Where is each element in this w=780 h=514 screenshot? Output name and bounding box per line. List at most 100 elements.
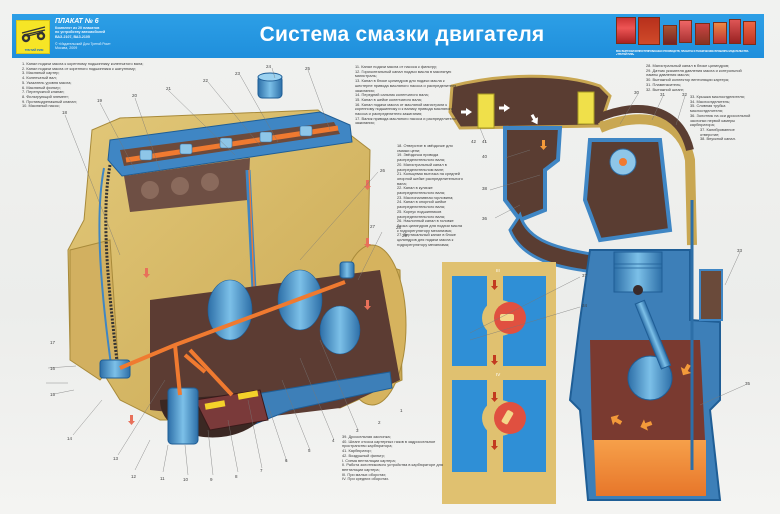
book-cover bbox=[695, 23, 710, 45]
publisher-line: © «Издательский Дом Третий Рим» bbox=[55, 42, 111, 47]
legend-item: 37. Калиброванное отверстие; bbox=[700, 126, 735, 137]
legend-item: 29. Датчик указателя давления масла и ко… bbox=[646, 67, 742, 78]
legend-parts-1-10: 1. Канал подачи масла к коренному подшип… bbox=[22, 61, 144, 109]
legend-item: 39. Дроссельная заслонка; bbox=[342, 434, 391, 439]
callout-1: 1 bbox=[400, 408, 403, 413]
callout-iii: III bbox=[496, 268, 500, 273]
book-cover bbox=[663, 25, 677, 45]
callout-23: 23 bbox=[235, 71, 241, 76]
callout-32: 32 bbox=[682, 92, 688, 97]
legend-parts-18-27: 18. Отверстие в звёздочке для смазки цеп… bbox=[397, 143, 463, 247]
callout-24: 24 bbox=[266, 64, 272, 69]
legend-item: 30. Вытяжной коллектор вентиляции картер… bbox=[646, 77, 730, 83]
legend-parts-28-32: 28. Магистральный канал в блоке цилиндро… bbox=[646, 63, 746, 92]
spool-valve-iv bbox=[482, 400, 526, 436]
legend-item: 15. Канал в шейке коленчатого вала; bbox=[355, 96, 422, 102]
legend-item: II. Работа золотникового устройства в ка… bbox=[342, 462, 443, 472]
crankcase-ventilation-section bbox=[448, 74, 746, 501]
car-wheels-icon bbox=[21, 26, 46, 43]
book-cover bbox=[729, 19, 741, 44]
legend-item: 12. Горизонтальный канал подачи масла в … bbox=[355, 68, 452, 79]
callout-14: 14 bbox=[67, 436, 73, 441]
callout-33: 33 bbox=[737, 248, 743, 253]
callout-35: 35 bbox=[745, 381, 751, 386]
legend-item: 27. Вертикальный канал в блоке цилиндров… bbox=[397, 232, 456, 247]
legend-parts-33-38: 33. Крышка маслоотделителя; 34. Маслоотд… bbox=[690, 94, 752, 142]
callout-26: 26 bbox=[380, 168, 386, 173]
legend-item: 2. Канал подачи масла от коренного подши… bbox=[22, 65, 136, 71]
callout-17: 17 bbox=[50, 340, 56, 345]
book-covers bbox=[616, 17, 756, 55]
legend-item: 24. Канал в опорной шейке распределитель… bbox=[397, 199, 447, 210]
legend-item: 7. Перепускной клапан; bbox=[22, 89, 65, 95]
legend-item: III. При малых оборотах; bbox=[342, 471, 387, 477]
callout-42: 42 bbox=[471, 139, 477, 144]
legend-item: 26. Наклонный канал в головке блока цили… bbox=[397, 218, 463, 233]
engine-cutaway bbox=[46, 67, 407, 476]
callout-38: 38 bbox=[482, 186, 488, 191]
callout-20: 20 bbox=[132, 93, 138, 98]
poster-number: ПЛАКАТ № 6 bbox=[55, 18, 99, 25]
callout-2: 2 bbox=[378, 420, 381, 425]
legend-item: 35. Сливная трубка маслоотделителя; bbox=[690, 103, 726, 114]
legend-item: 40. Шланг отсоса картерных газов в задро… bbox=[342, 438, 436, 449]
spool-valve-iii bbox=[482, 300, 526, 336]
publisher-logo: ТРЕТИЙ РИМ bbox=[16, 20, 50, 54]
legend-item: 21. Кольцевая выточка на средней опорной… bbox=[397, 171, 463, 186]
legend-item: I. Схема вентиляции картера; bbox=[342, 457, 396, 463]
series-line: Комплект из 20 плакатов bbox=[55, 26, 100, 30]
callout-10: 10 bbox=[183, 477, 189, 482]
book-cover bbox=[638, 17, 660, 45]
legend-item: 6. Масляный фильтр; bbox=[22, 84, 61, 90]
legend-item: 8. Фильтрующий элемент; bbox=[22, 93, 70, 99]
callout-iv: IV bbox=[496, 372, 501, 377]
series-line: по устройству автомобилей bbox=[55, 30, 106, 35]
callout-40: 40 bbox=[482, 154, 488, 159]
callout-29: 29 bbox=[402, 233, 408, 238]
legend-item: 34. Маслоотделитель; bbox=[690, 98, 730, 104]
legend-item: 28. Магистральный канал в блоке цилиндро… bbox=[646, 63, 730, 68]
legend-item: 42. Воздушный фильтр; bbox=[342, 452, 385, 458]
page-title: Система смазки двигателя bbox=[259, 23, 545, 46]
callout-22: 22 bbox=[203, 78, 209, 83]
callout-30: 30 bbox=[634, 90, 640, 95]
callout-16: 16 bbox=[50, 366, 56, 371]
carburetor-spool-panels bbox=[442, 262, 581, 504]
legend-item: 5. Указатель уровня масла; bbox=[22, 79, 72, 85]
legend-item: IV. При средних оборотах. bbox=[342, 476, 390, 482]
callout-18: 18 bbox=[62, 110, 68, 115]
legend-item: 32. Вытяжной шланг; bbox=[646, 86, 685, 92]
legend-item: 22. Канал в кулачке распределительного в… bbox=[397, 185, 446, 196]
legend-item: 20. Магистральный канал в распределитель… bbox=[397, 161, 447, 172]
callout-5: 5 bbox=[308, 448, 311, 453]
callout-12: 12 bbox=[131, 474, 137, 479]
callout-28: 28 bbox=[396, 225, 402, 230]
callout-21: 21 bbox=[166, 86, 172, 91]
callout-19: 19 bbox=[97, 98, 103, 103]
callout-27: 27 bbox=[370, 224, 376, 229]
book-cover bbox=[713, 22, 727, 44]
book-cover bbox=[743, 21, 756, 45]
logo-caption: ТРЕТИЙ РИМ bbox=[24, 48, 44, 52]
callout-31: 31 bbox=[660, 92, 666, 97]
legend-item: 3. Масляный картер; bbox=[22, 70, 60, 76]
callout-3: 3 bbox=[356, 428, 359, 433]
callout-8: 8 bbox=[235, 474, 238, 479]
callout-25: 25 bbox=[305, 66, 311, 71]
callout-9: 9 bbox=[210, 477, 213, 482]
callout-7: 7 bbox=[260, 468, 263, 473]
legend-item: 10. Масляный насос; bbox=[22, 103, 60, 109]
callout-15: 15 bbox=[50, 392, 56, 397]
legend-item: 18. Отверстие в звёздочке для смазки цеп… bbox=[397, 143, 453, 153]
callout-36: 36 bbox=[482, 216, 488, 221]
publisher-line: Москва, 2009 bbox=[55, 46, 78, 51]
legend-item: 9. Противодренажный клапан; bbox=[22, 98, 77, 104]
legend-item: 4. Коленчатый вал; bbox=[22, 75, 57, 81]
legend-item: 33. Крышка маслоотделителя; bbox=[690, 94, 745, 99]
legend-item: 14. Передний сальник коленчатого вала; bbox=[355, 92, 429, 98]
legend-item: 1. Канал подачи масла к коренному подшип… bbox=[22, 61, 144, 66]
legend-item: 31. Пламегаситель; bbox=[646, 81, 682, 87]
callout-11: 11 bbox=[160, 476, 165, 481]
callout-37: 37 bbox=[582, 273, 588, 278]
